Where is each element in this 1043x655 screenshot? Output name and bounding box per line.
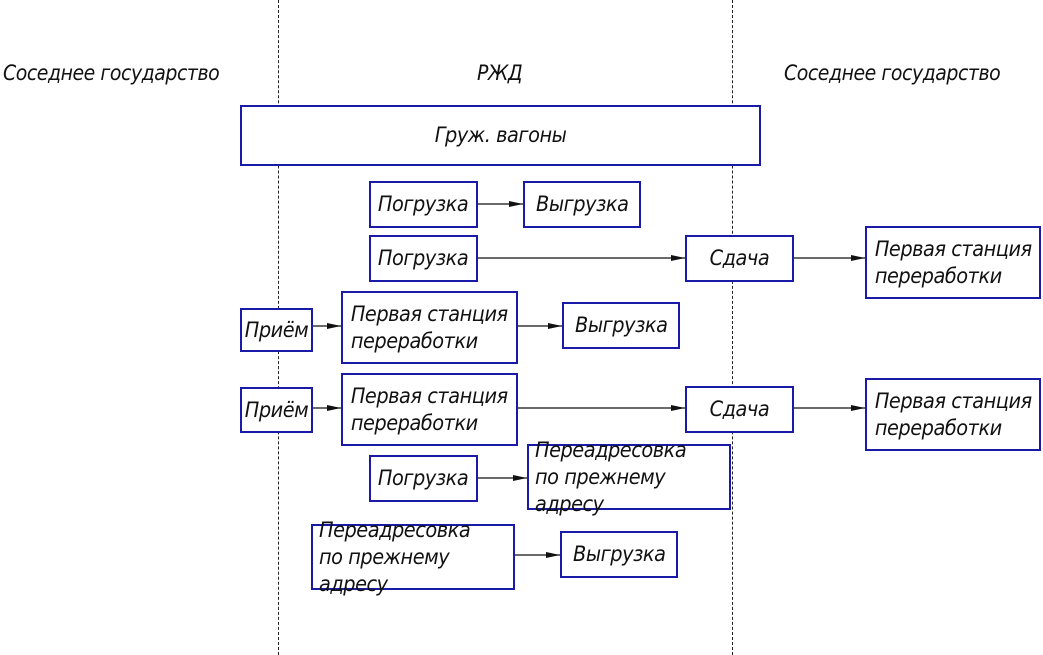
node-r5-readdressing-text: Переадресовка по прежнему адресу: [535, 437, 687, 516]
node-r1-loading-text: Погрузка: [378, 192, 469, 216]
node-r5-readdressing: Переадресовка по прежнему адресу: [527, 438, 731, 516]
node-r5-loading: Погрузка: [369, 455, 478, 502]
zone-label-center: РЖД: [477, 61, 523, 85]
node-r3-receiving-text: Приём: [244, 317, 309, 342]
node-r4-first-station-next: Первая станция переработки: [865, 378, 1041, 451]
node-r2-handover: Сдача: [685, 235, 794, 282]
zone-label-left: Соседнее государство: [3, 61, 220, 85]
node-r4-receiving-text: Приём: [244, 397, 309, 422]
node-r2-first-station: Первая станция переработки: [865, 226, 1041, 299]
node-r6-unloading-text: Выгрузка: [572, 542, 666, 566]
node-r2-first-station-text: Первая станция переработки: [874, 236, 1032, 288]
node-r3-unloading-text: Выгрузка: [574, 313, 668, 337]
node-r3-unloading: Выгрузка: [562, 302, 680, 349]
node-r6-readdressing: Переадресовка по прежнему адресу: [311, 518, 515, 596]
node-r4-receiving: Приём: [240, 387, 313, 433]
node-r4-first-station-text: Первая станция переработки: [351, 383, 508, 435]
node-r1-unloading-text: Выгрузка: [535, 192, 629, 216]
node-r4-first-station: Первая станция переработки: [341, 373, 518, 446]
node-r3-first-station-text: Первая станция переработки: [351, 301, 508, 353]
zone-label-right: Соседнее государство: [784, 61, 1001, 85]
right-boundary-line: [732, 0, 733, 655]
node-loaded-wagons: Груж. вагоны: [240, 105, 761, 166]
node-r3-first-station: Первая станция переработки: [341, 291, 518, 364]
node-r4-handover-text: Сдача: [709, 397, 770, 421]
node-r3-receiving: Приём: [240, 308, 313, 352]
node-r2-loading-text: Погрузка: [378, 246, 469, 270]
node-r4-handover: Сдача: [685, 386, 794, 433]
node-r6-unloading: Выгрузка: [560, 531, 678, 578]
node-r1-unloading: Выгрузка: [523, 181, 641, 228]
node-r2-handover-text: Сдача: [709, 246, 770, 270]
node-r2-loading: Погрузка: [369, 235, 478, 282]
node-r4-first-station-next-text: Первая станция переработки: [874, 388, 1032, 440]
node-loaded-wagons-text: Груж. вагоны: [434, 123, 567, 147]
node-r6-readdressing-text: Переадресовка по прежнему адресу: [319, 517, 471, 596]
node-r1-loading: Погрузка: [369, 181, 478, 228]
node-r5-loading-text: Погрузка: [378, 466, 469, 490]
